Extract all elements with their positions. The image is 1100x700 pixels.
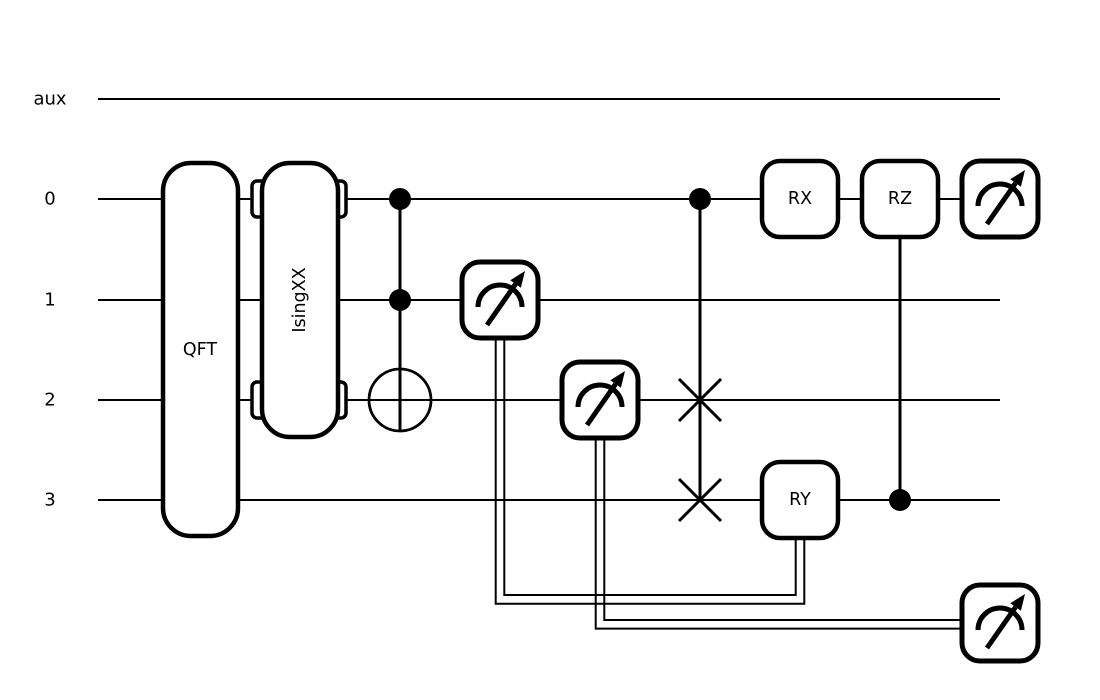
measurement-gate-wire1 <box>462 262 538 338</box>
wire-label-3: 3 <box>44 490 55 511</box>
qft-box <box>160 160 241 539</box>
measurement-gate-wire2 <box>562 362 638 438</box>
rz-label: RZ <box>888 189 912 209</box>
ry-box <box>759 459 841 541</box>
isingxx-label: IsingXX <box>290 267 310 332</box>
qft-label: QFT <box>183 340 218 360</box>
wire-label-0: 0 <box>44 189 55 210</box>
measurement-gate-wire0 <box>962 161 1038 237</box>
classical-wire-m2-to-terminal-inner <box>603 438 963 621</box>
wire-label-1: 1 <box>44 290 55 311</box>
gate-toffoli <box>367 188 433 433</box>
classical-wire-m1-to-ry-outer <box>494 338 806 605</box>
crz-control-dot-wire3 <box>889 489 911 511</box>
rx-box <box>759 158 841 240</box>
classical-wire-m1-to-ry-inner <box>503 338 797 596</box>
terminal-measurement-gate-classical <box>962 585 1038 661</box>
classical-wire-m2-to-terminal-outer <box>594 438 963 630</box>
control-dot-wire1 <box>389 289 411 311</box>
wire-label-2: 2 <box>44 390 55 411</box>
gate-qft: QFT <box>160 160 241 539</box>
gate-rx: RX <box>759 158 841 240</box>
gate-isingxx: IsingXX <box>250 160 348 440</box>
wire-labels: aux 0 1 2 3 <box>33 89 66 511</box>
rz-box <box>859 158 941 240</box>
ry-label: RY <box>789 490 811 510</box>
gate-ry: RY <box>759 459 841 541</box>
gate-crz: RZ <box>859 158 941 511</box>
quantum-wires <box>98 98 1000 501</box>
classical-wires <box>494 338 963 630</box>
cswap-control-dot-wire0 <box>689 188 711 210</box>
isingxx-box <box>259 160 341 440</box>
rx-label: RX <box>788 189 812 209</box>
gate-cswap <box>677 188 723 523</box>
target-circle-wire2 <box>367 367 433 433</box>
swap-cross-wire2 <box>677 377 723 423</box>
wire-label-aux: aux <box>33 89 66 110</box>
control-dot-wire0 <box>389 188 411 210</box>
swap-cross-wire3 <box>677 477 723 523</box>
